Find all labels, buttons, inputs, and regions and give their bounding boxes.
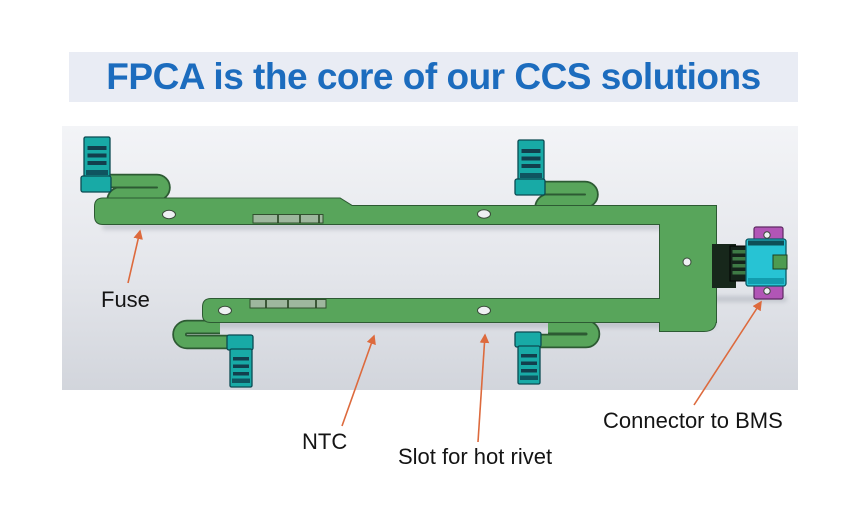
bms-connector	[712, 226, 788, 300]
leader-fuse	[127, 229, 143, 284]
label-fuse: Fuse	[101, 287, 150, 312]
leader-bms	[693, 300, 762, 406]
rivet-slots	[162, 209, 692, 316]
fuse-element-bottom	[249, 299, 327, 309]
slide-title: FPCA is the core of our CCS solutions	[106, 56, 761, 97]
cell-tab-connector-top-left	[80, 136, 112, 193]
label-connector-to-bms: Connector to BMS	[603, 408, 783, 433]
fuse-element-top	[252, 214, 324, 224]
label-ntc: NTC	[302, 429, 348, 454]
cell-tab-connector-top-middle	[514, 139, 546, 196]
leader-lines	[127, 229, 762, 443]
fpca-board	[94, 197, 717, 332]
cell-tab-connector-bottom-left	[226, 334, 254, 388]
label-slot-for-hot-rivet: Slot for hot rivet	[398, 444, 553, 469]
cell-tab-connector-bottom-middle	[514, 331, 542, 385]
title-banner: FPCA is the core of our CCS solutions	[69, 52, 798, 102]
bms-latch	[772, 254, 788, 270]
leader-ntc	[341, 334, 376, 427]
leader-slot	[477, 333, 490, 443]
